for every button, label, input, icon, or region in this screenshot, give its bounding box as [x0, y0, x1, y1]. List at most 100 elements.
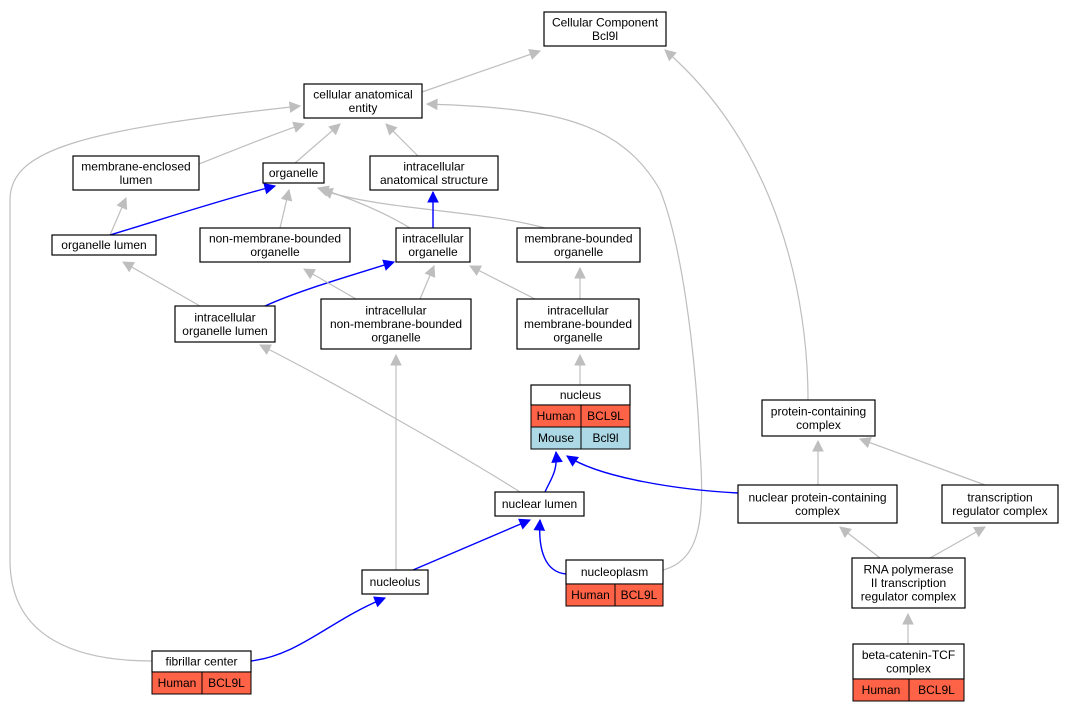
edge-rnap-to-npcc	[839, 526, 881, 559]
node-inmbo[interactable]: intracellularnon-membrane-boundedorganel…	[320, 298, 472, 350]
edge-iol-to-organelle_lumen	[122, 261, 201, 307]
edge-arrowhead	[528, 48, 542, 60]
node-label: intracellular	[402, 231, 463, 245]
edge-nucleolus-to-nuclear_lumen	[412, 518, 532, 571]
node-label: anatomical structure	[380, 173, 488, 187]
edge-arrowhead	[664, 49, 677, 62]
edge-line	[259, 344, 521, 493]
node-box	[516, 298, 640, 350]
edge-arrowhead	[839, 526, 852, 539]
edge-arrowhead	[385, 123, 398, 136]
edge-bcat-to-rnap	[902, 612, 914, 644]
node-organelle_lumen[interactable]: organelle lumen	[51, 234, 157, 256]
edge-nuclear_lumen-to-nucleus	[544, 450, 563, 493]
edge-line	[321, 189, 546, 229]
node-label: regulator complex	[952, 504, 1047, 518]
edge-arrowhead	[425, 98, 438, 111]
node-label: membrane-bounded	[524, 317, 632, 331]
edge-imbo-to-mbo	[574, 266, 586, 299]
node-label: nuclear lumen	[502, 497, 577, 511]
node-organelle[interactable]: organelle	[262, 162, 325, 184]
edge-arrowhead	[280, 188, 293, 202]
edge-line	[421, 50, 541, 93]
node-label: organelle	[269, 166, 319, 180]
edge-arrowhead	[469, 265, 482, 276]
edge-npcc-to-nucleus	[566, 455, 739, 494]
gene-label: BCL9L	[918, 683, 955, 697]
edge-arrowhead	[973, 526, 986, 538]
node-box	[761, 399, 876, 437]
edge-arrowhead	[263, 182, 277, 195]
node-nucleolus[interactable]: nucleolus	[361, 569, 429, 595]
node-label: nucleoplasm	[581, 565, 648, 579]
edge-mbo-to-organelle	[320, 187, 546, 229]
node-label: organelle	[408, 245, 458, 259]
node-label: membrane-enclosed	[81, 159, 190, 173]
edge-arrowhead	[902, 612, 914, 625]
node-label: lumen	[120, 173, 153, 187]
edge-line	[264, 261, 395, 307]
node-label: RNA polymerase	[863, 563, 953, 577]
node-box	[51, 234, 157, 256]
node-label: intracellular	[194, 310, 255, 324]
node-label: Cellular Component	[552, 15, 659, 29]
edge-intra_org-to-ias	[427, 190, 439, 228]
edge-nucleus-to-imbo	[574, 353, 586, 385]
edge-arrowhead	[812, 439, 824, 452]
edge-arrowhead	[858, 437, 872, 449]
edge-arrowhead	[518, 518, 532, 530]
gene-cell	[201, 671, 252, 695]
species-label: Human	[571, 588, 610, 602]
edge-fibrillar-to-nucleolus	[250, 596, 387, 662]
edge-organelle-to-cae	[294, 123, 341, 164]
edge-imbo-to-intra_org	[469, 265, 536, 300]
edge-rnap-to-trc	[929, 526, 986, 559]
edge-arrowhead	[292, 121, 306, 133]
node-box	[369, 155, 499, 191]
edge-cae-to-cc_root	[421, 48, 542, 93]
node-box	[199, 227, 351, 263]
edge-iol-to-intra_org	[264, 259, 396, 307]
edge-line	[469, 265, 536, 300]
edge-arrowhead	[328, 123, 341, 136]
edge-line	[929, 526, 986, 559]
edge-arrowhead	[320, 187, 334, 199]
edge-line	[109, 185, 276, 236]
node-label: non-membrane-bounded	[330, 317, 462, 331]
species-label: Human	[537, 409, 576, 423]
node-box	[174, 305, 276, 343]
node-nuclear_lumen[interactable]: nuclear lumen	[494, 491, 585, 517]
node-label: nuclear protein-containing	[748, 490, 886, 504]
edge-arrowhead	[427, 190, 439, 203]
edge-line	[859, 438, 986, 486]
edge-line	[9, 105, 301, 662]
gene-label: Bcl9l	[592, 431, 618, 445]
edge-mel-to-cae	[198, 121, 306, 165]
node-label: organelle	[371, 331, 421, 345]
edge-inmbo-to-intra_org	[419, 264, 436, 300]
node-label: beta-catenin-TCF	[862, 648, 955, 662]
node-box	[516, 227, 641, 263]
edge-organelle_lumen-to-organelle	[109, 182, 277, 236]
node-box	[72, 155, 200, 191]
edge-trc-to-pcc	[858, 437, 986, 486]
edge-line	[412, 519, 531, 571]
